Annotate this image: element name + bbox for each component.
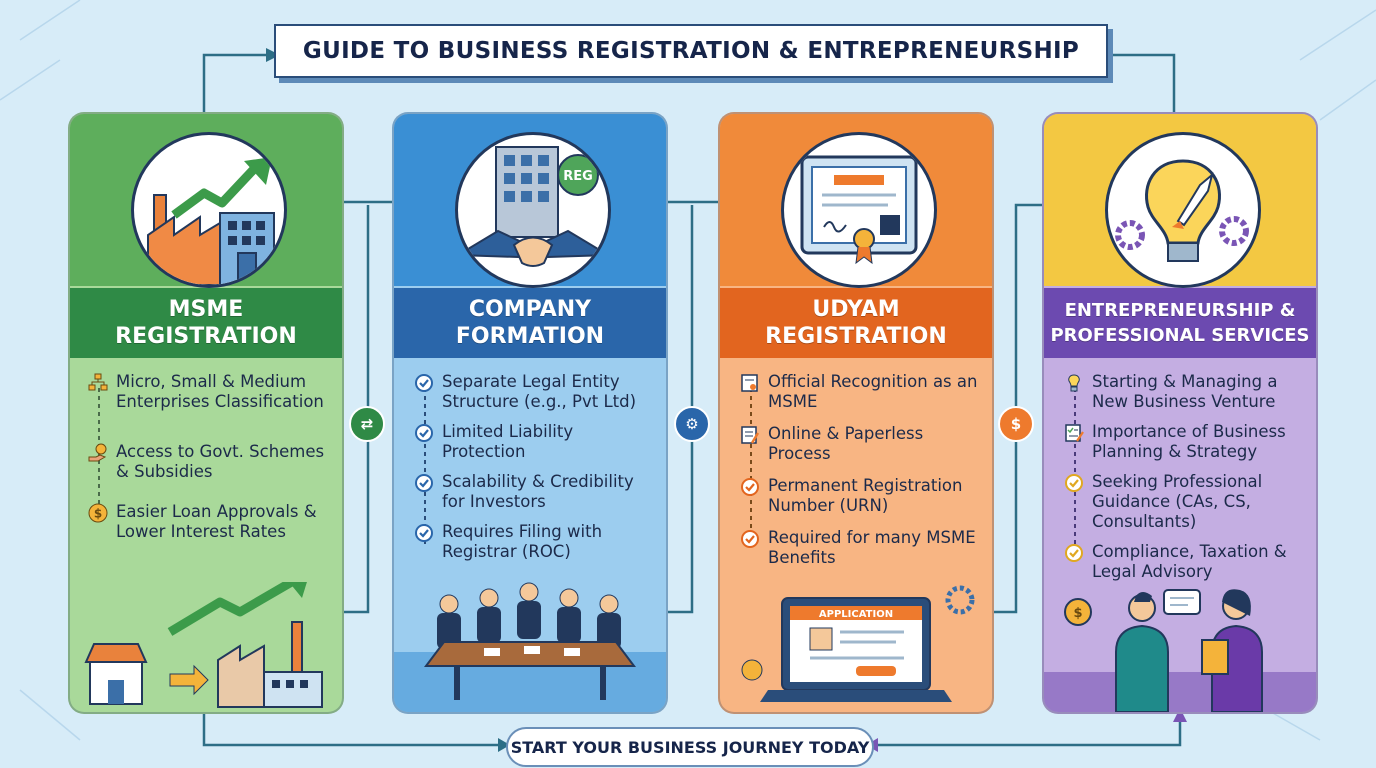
consultation-illustration: $ bbox=[1044, 582, 1316, 712]
svg-text:$: $ bbox=[94, 507, 102, 521]
laptop-application-illustration: APPLICATION bbox=[720, 582, 992, 712]
boardroom-meeting-illustration bbox=[394, 582, 666, 712]
list-item-text: Importance of Business Planning & Strate… bbox=[1092, 422, 1286, 461]
building-handshake-icon: REG bbox=[455, 132, 611, 288]
list-item: $ Easier Loan Approvals & Lower Interest… bbox=[88, 502, 328, 542]
dollar-coin-icon: $ bbox=[88, 503, 108, 523]
page-title: GUIDE TO BUSINESS REGISTRATION & ENTREPR… bbox=[274, 24, 1108, 78]
exchange-arrows-icon: ⇄ bbox=[349, 406, 385, 442]
list-item-text: Limited Liability Protection bbox=[442, 422, 574, 461]
factory-growth-icon bbox=[131, 132, 287, 288]
check-icon bbox=[1065, 544, 1083, 562]
list-item: Official Recognition as an MSME bbox=[740, 372, 980, 412]
list-item: Permanent Registration Number (URN) bbox=[740, 476, 980, 516]
list-item-text: Requires Filing with Registrar (ROC) bbox=[442, 522, 603, 561]
dotted-line bbox=[750, 388, 752, 548]
panel-entrepreneur-title-line1: ENTREPRENEURSHIP & bbox=[1064, 300, 1296, 321]
list-item: Micro, Small & Medium Enterprises Classi… bbox=[88, 372, 328, 412]
panel-company-list: Separate Legal Entity Structure (e.g., P… bbox=[394, 358, 666, 712]
panel-udyam: UDYAM REGISTRATION Official Recognition … bbox=[718, 112, 994, 714]
list-item: Requires Filing with Registrar (ROC) bbox=[414, 522, 654, 562]
start-journey-button[interactable]: START YOUR BUSINESS JOURNEY TODAY bbox=[506, 727, 874, 767]
panel-entrepreneur-title: ENTREPRENEURSHIP & PROFESSIONAL SERVICES bbox=[1044, 288, 1316, 358]
panel-company-title-line2: FORMATION bbox=[455, 324, 605, 349]
list-item: Starting & Managing a New Business Ventu… bbox=[1064, 372, 1308, 412]
panel-entrepreneur-header bbox=[1044, 114, 1316, 288]
svg-text:$: $ bbox=[1073, 606, 1082, 621]
list-item: Scalability & Credibility for Investors bbox=[414, 472, 654, 512]
panel-udyam-list: Official Recognition as an MSME Online &… bbox=[720, 358, 992, 712]
list-item: Compliance, Taxation & Legal Advisory bbox=[1064, 542, 1308, 582]
dollar-icon: $ bbox=[998, 406, 1034, 442]
panel-entrepreneur: ENTREPRENEURSHIP & PROFESSIONAL SERVICES… bbox=[1042, 112, 1318, 714]
panel-udyam-title-line2: REGISTRATION bbox=[765, 324, 947, 349]
panel-msme-title-line1: MSME bbox=[168, 297, 244, 322]
panel-msme-title: MSME REGISTRATION bbox=[70, 288, 342, 358]
list-item-text: Permanent Registration Number (URN) bbox=[768, 476, 963, 515]
panel-msme-title-line2: REGISTRATION bbox=[115, 324, 297, 349]
check-icon bbox=[415, 524, 433, 542]
list-item: Limited Liability Protection bbox=[414, 422, 654, 462]
list-item-text: Access to Govt. Schemes & Subsidies bbox=[116, 442, 325, 481]
list-item: Separate Legal Entity Structure (e.g., P… bbox=[414, 372, 654, 412]
lightbulb-icon bbox=[1068, 374, 1080, 392]
panel-msme: MSME REGISTRATION Micro, Small & Medium … bbox=[68, 112, 344, 714]
panel-company-header: REG bbox=[394, 114, 666, 288]
hierarchy-icon bbox=[88, 373, 108, 391]
checklist-icon bbox=[1065, 424, 1084, 442]
check-icon bbox=[741, 478, 759, 496]
list-item-text: Online & Paperless Process bbox=[768, 424, 924, 463]
list-item: Access to Govt. Schemes & Subsidies bbox=[88, 442, 328, 482]
list-item-text: Separate Legal Entity Structure (e.g., P… bbox=[442, 372, 637, 411]
subsidy-hand-icon bbox=[88, 443, 107, 462]
list-item-text: Seeking Professional Guidance (CAs, CS, … bbox=[1092, 472, 1263, 531]
panel-msme-list: Micro, Small & Medium Enterprises Classi… bbox=[70, 358, 342, 712]
panel-entrepreneur-title-line2: PROFESSIONAL SERVICES bbox=[1050, 325, 1310, 346]
list-item-text: Compliance, Taxation & Legal Advisory bbox=[1092, 542, 1287, 581]
list-item-text: Easier Loan Approvals & Lower Interest R… bbox=[116, 502, 317, 541]
list-item: Online & Paperless Process bbox=[740, 424, 980, 464]
list-item-text: Official Recognition as an MSME bbox=[768, 372, 978, 411]
panel-entrepreneur-list: Starting & Managing a New Business Ventu… bbox=[1044, 358, 1316, 712]
check-icon bbox=[415, 374, 433, 392]
list-item-text: Required for many MSME Benefits bbox=[768, 528, 976, 567]
list-item: Seeking Professional Guidance (CAs, CS, … bbox=[1064, 472, 1308, 532]
list-item: Importance of Business Planning & Strate… bbox=[1064, 422, 1308, 462]
panel-udyam-title-line1: UDYAM bbox=[812, 297, 900, 322]
lightbulb-rocket-icon bbox=[1105, 132, 1261, 288]
panel-company: REG COMPANY FORMATION Separate Legal Ent… bbox=[392, 112, 668, 714]
list-item-text: Scalability & Credibility for Investors bbox=[442, 472, 634, 511]
check-icon bbox=[1065, 474, 1083, 492]
reg-badge: REG bbox=[563, 169, 593, 184]
check-icon bbox=[415, 474, 433, 492]
panel-msme-header bbox=[70, 114, 342, 288]
gears-icon: ⚙ bbox=[674, 406, 710, 442]
certificate-icon bbox=[741, 374, 758, 392]
dotted-line bbox=[1074, 388, 1076, 548]
shop-to-factory-illustration bbox=[70, 572, 342, 712]
check-icon bbox=[741, 530, 759, 548]
list-item-text: Starting & Managing a New Business Ventu… bbox=[1092, 372, 1278, 411]
certificate-gear-icon bbox=[781, 132, 937, 288]
panel-company-title: COMPANY FORMATION bbox=[394, 288, 666, 358]
paperless-form-icon bbox=[741, 426, 760, 444]
list-item-text: Micro, Small & Medium Enterprises Classi… bbox=[116, 372, 324, 411]
panel-company-title-line1: COMPANY bbox=[468, 297, 592, 322]
application-label: APPLICATION bbox=[819, 609, 893, 620]
dotted-line bbox=[424, 388, 426, 548]
panel-udyam-header bbox=[720, 114, 992, 288]
panel-udyam-title: UDYAM REGISTRATION bbox=[720, 288, 992, 358]
list-item: Required for many MSME Benefits bbox=[740, 528, 980, 568]
check-icon bbox=[415, 424, 433, 442]
